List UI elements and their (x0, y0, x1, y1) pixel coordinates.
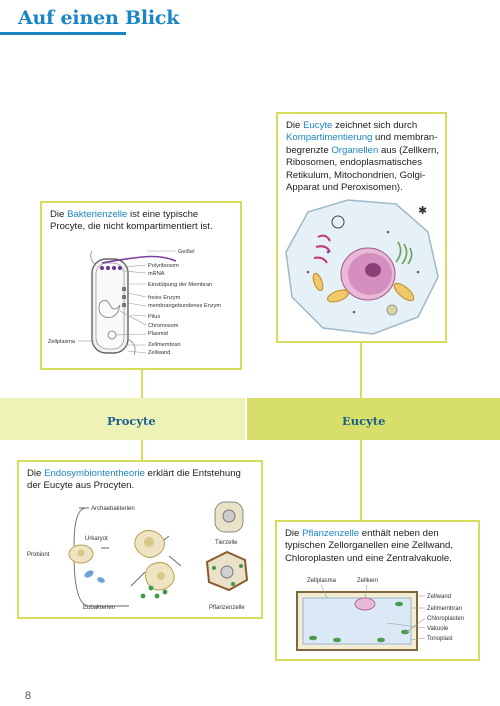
page-title: Auf einen Blick (18, 7, 180, 29)
connector-procyte-top (141, 370, 143, 398)
connector-eucyte-top (360, 343, 362, 398)
bacteria-cell-diagram: Geißel Polyribosom mRNA Einstülpung der … (48, 249, 223, 356)
term-eucyte: Eucyte (303, 120, 333, 131)
connector-procyte-bottom (141, 440, 143, 460)
svg-text:Zellplasma Zellkern: Zellplasma Zellkern Zellwand Zellmembran… (307, 578, 466, 642)
plant-cell-info-box: Die Pflanzenzelle enthält neben den typi… (275, 520, 480, 661)
bacteria-info-box: Die Bakterienzelle ist eine typische Pro… (40, 201, 242, 370)
eucyte-label: Eucyte (342, 414, 386, 428)
eucyte-info-box: Die Eucyte zeichnet sich durch Kompartim… (276, 112, 447, 343)
eucyte-description: Die Eucyte zeichnet sich durch Kompartim… (286, 120, 440, 194)
term-organellen: Organellen (331, 144, 379, 156)
endosymbiosis-diagram: Archaebakterien Urkaryot Probiont Tierze… (27, 501, 249, 611)
term-pflanzenzelle: Pflanzenzelle (302, 528, 360, 539)
title-underline (0, 32, 126, 35)
connector-eucyte-bottom (360, 440, 362, 520)
term-endosymbiontentheorie: Endosymbiontentheorie (44, 468, 145, 479)
eucyte-band (247, 398, 500, 440)
term-bakterienzelle: Bakterienzelle (67, 209, 128, 220)
plant-cell-diagram: Zellplasma Zellkern Zellwand Zellmembran… (296, 578, 466, 651)
bacteria-description: Die Bakterienzelle ist eine typische Pro… (50, 209, 213, 233)
eucyte-cell-illustration: ✱ (285, 199, 439, 335)
svg-text:Geißel Polyribosom: Geißel Polyribosom mRNA Einstülpung der … (48, 249, 223, 356)
svg-text:✱: ✱ (418, 205, 427, 217)
plant-cell-description: Die Pflanzenzelle enthält neben den typi… (285, 528, 453, 564)
term-kompartimentierung: Kompartimentierung (286, 132, 373, 144)
procyte-band (0, 398, 245, 440)
page-number: 8 (25, 690, 32, 702)
svg-text:Archaebakterien Urkaryot: Archaebakterien Urkaryot Probiont Tierze… (27, 506, 245, 611)
procyte-label: Procyte (107, 414, 156, 428)
endosymbiont-info-box: Die Endosymbiontentheorie erklärt die En… (17, 460, 263, 619)
endosymbiont-description: Die Endosymbiontentheorie erklärt die En… (27, 468, 241, 492)
